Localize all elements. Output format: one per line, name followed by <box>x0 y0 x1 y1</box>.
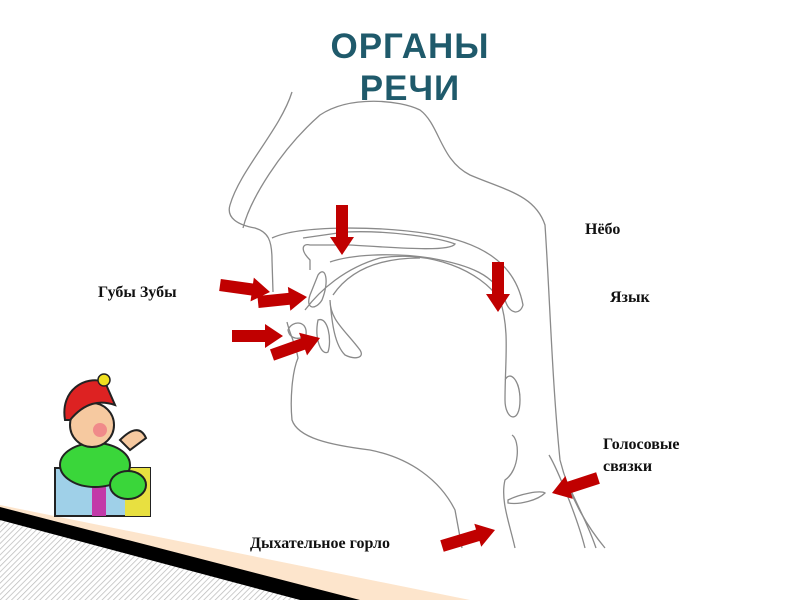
red-arrow-icon <box>330 205 354 255</box>
label-vocal-cords: Голосовые связки <box>603 436 680 475</box>
red-arrow-icon <box>552 472 600 499</box>
red-arrow-icon <box>257 286 307 311</box>
label-lips-teeth: Губы Зубы <box>98 284 177 301</box>
red-arrow-icon <box>486 262 510 312</box>
label-trachea: Дыхательное горло <box>250 535 390 552</box>
label-tongue: Язык <box>610 289 650 306</box>
label-palate: Нёбо <box>585 221 621 238</box>
arrow-group <box>219 205 600 552</box>
red-arrow-icon <box>232 324 283 348</box>
red-arrow-icon <box>269 332 320 361</box>
red-arrow-icon <box>440 523 495 552</box>
page-title: ОРГАНЫ РЕЧИ <box>330 27 490 108</box>
red-arrow-icon <box>219 277 270 302</box>
hatched-triangle <box>0 520 300 600</box>
